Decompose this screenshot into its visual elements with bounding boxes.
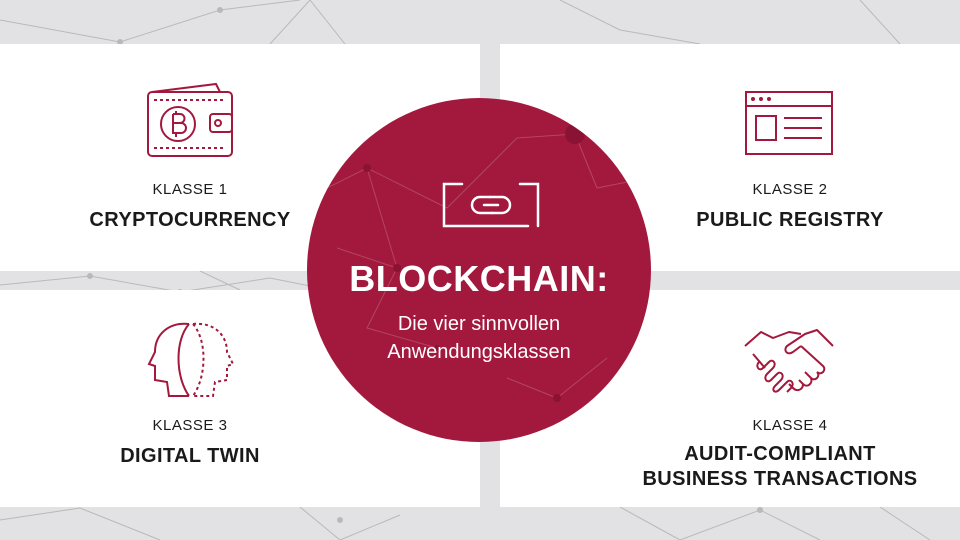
browser-window-icon	[745, 91, 833, 155]
class-title: CRYPTOCURRENCY	[89, 209, 291, 231]
class-title: BUSINESS TRANSACTIONS	[642, 468, 918, 490]
class-label: KLASSE 2	[752, 181, 828, 198]
bitcoin-wallet-icon	[147, 82, 233, 157]
class-label: KLASSE 4	[752, 417, 828, 434]
class-title: DIGITAL TWIN	[120, 445, 260, 467]
center-subtitle-line2: Anwendungsklassen	[387, 341, 571, 363]
circle-network-overlay	[307, 124, 648, 402]
handshake-icon	[744, 329, 834, 393]
center-subtitle-line1: Die vier sinnvollen	[397, 313, 561, 335]
class-title: AUDIT-COMPLIANT	[684, 443, 876, 465]
class-label: KLASSE 3	[152, 417, 228, 434]
center-circle: BLOCKCHAIN: Die vier sinnvollen Anwendun…	[307, 98, 651, 442]
center-title: BLOCKCHAIN:	[349, 258, 609, 299]
class-title: PUBLIC REGISTRY	[696, 209, 884, 231]
twin-heads-icon	[147, 322, 235, 397]
chain-link-icon	[442, 182, 540, 228]
class-label: KLASSE 1	[152, 181, 228, 198]
